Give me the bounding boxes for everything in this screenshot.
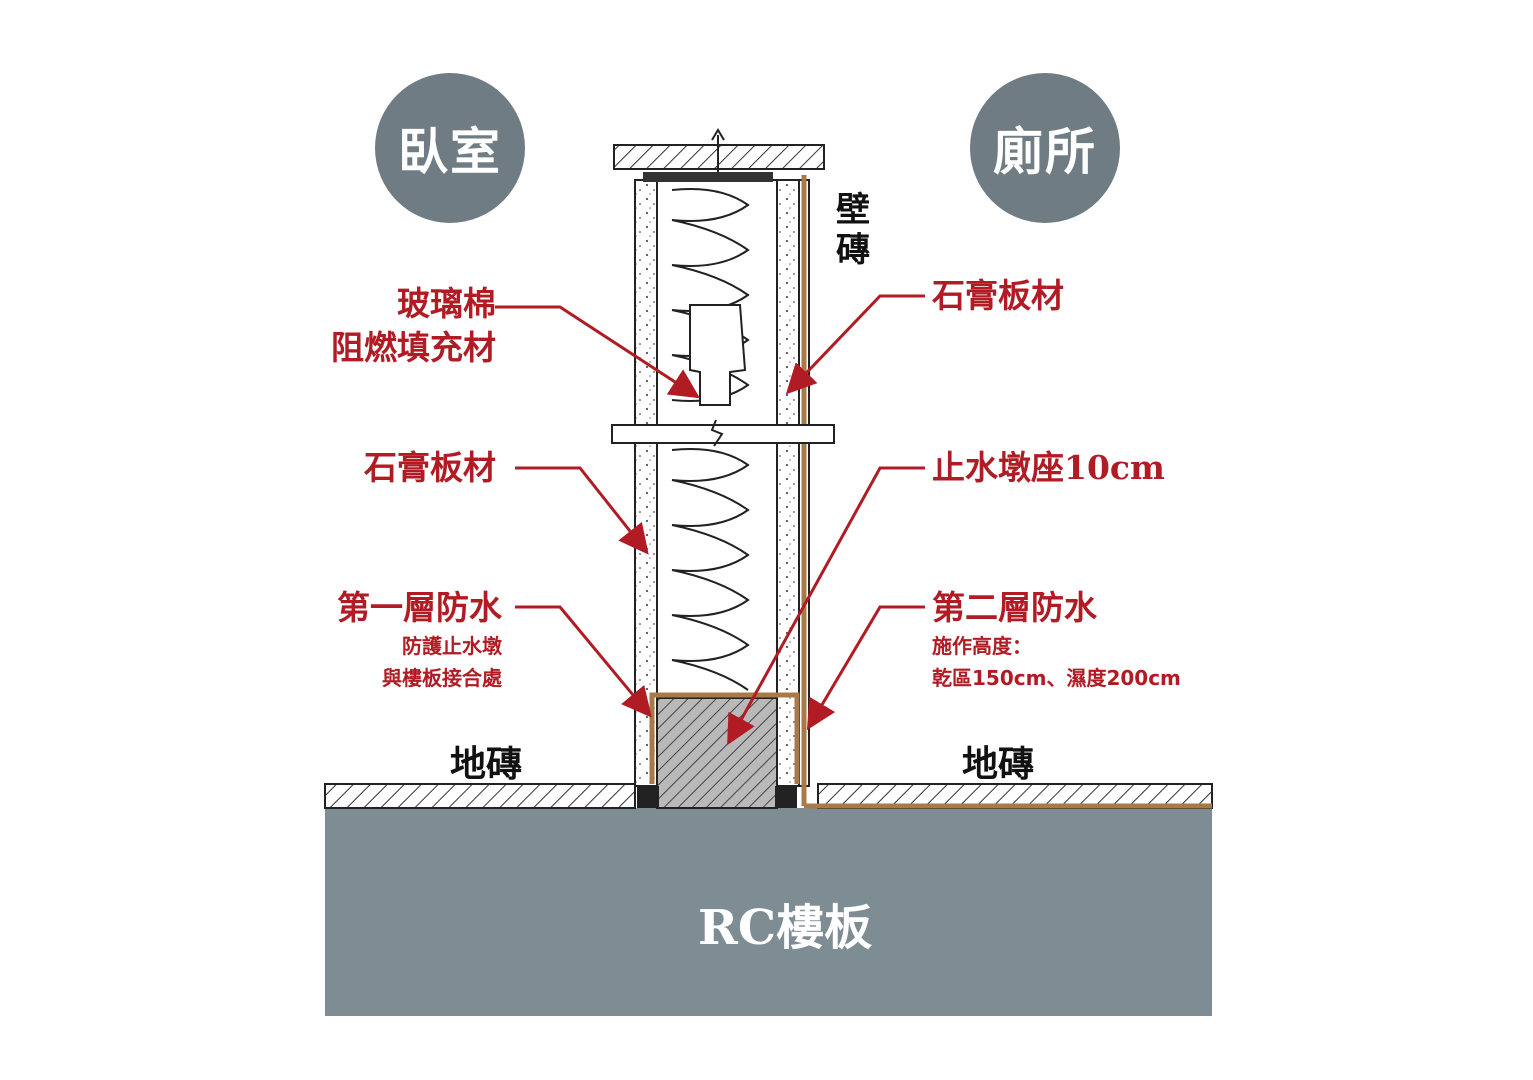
curb-label: 止水墩座10cm <box>932 448 1165 487</box>
glass-wool-label: 玻璃棉 阻燃填充材 <box>331 284 496 367</box>
floor-tile-left <box>324 783 636 809</box>
arrow-waterproof-2 <box>806 605 925 731</box>
rc-slab <box>325 808 1212 1016</box>
floor-tile-right-label: 地磚 <box>962 743 1035 785</box>
waterproof-membrane-1 <box>649 692 800 784</box>
arrow-waterproof-1 <box>515 605 652 718</box>
bedroom-badge: 臥室 <box>375 73 525 223</box>
concrete-curb <box>656 697 778 809</box>
gypsum-right-label: 石膏板材 <box>932 276 1064 315</box>
toilet-label: 廁所 <box>993 122 1097 181</box>
gypsum-left-label: 石膏板材 <box>364 448 496 487</box>
wall-tile-label: 壁磚 <box>836 190 870 270</box>
arrow-glass-wool <box>495 305 701 399</box>
bedroom-label: 臥室 <box>398 122 502 181</box>
waterproof-1-label: 第一層防水 防護止水墩 與樓板接合處 <box>337 588 502 690</box>
arrow-gypsum-left <box>515 466 649 555</box>
toilet-badge: 廁所 <box>970 73 1120 223</box>
waterproof-2-label: 第二層防水 施作高度： 乾區150cm、濕度200cm <box>932 588 1181 690</box>
arrow-curb <box>727 466 925 746</box>
rc-slab-label: RC樓板 <box>698 900 873 956</box>
floor-tile-left-label: 地磚 <box>450 743 523 785</box>
arrow-gypsum-right <box>785 294 925 395</box>
